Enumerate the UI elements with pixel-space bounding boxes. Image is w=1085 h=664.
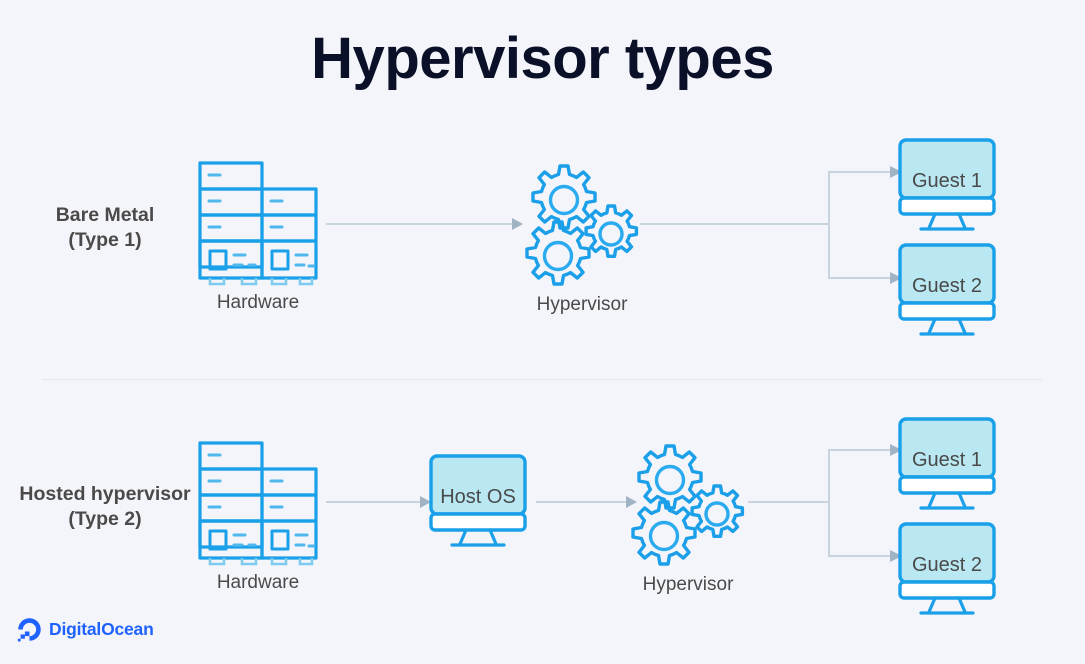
connector-hypervisor-to-guests-row1: [640, 223, 830, 225]
connector-hardware-to-hostos-row2: [326, 496, 431, 508]
row-label-line1: Hosted hypervisor: [19, 483, 191, 505]
guest-monitor-row1-2[interactable]: Guest 2: [897, 243, 997, 339]
digitalocean-logo-icon: [17, 618, 41, 642]
node-hypervisor-row1: Hypervisor: [524, 164, 640, 315]
caption-hardware: Hardware: [216, 292, 300, 313]
node-hardware-row2: Hardware: [196, 438, 320, 593]
monitor-icon: [429, 454, 527, 547]
connector-hypervisor-to-guests-row2: [748, 501, 830, 503]
caption-hypervisor: Hypervisor: [536, 294, 628, 315]
monitor-icon: [898, 243, 996, 336]
row-label-bare-metal: Bare Metal (Type 1): [0, 203, 210, 254]
node-hardware-row1: Hardware: [196, 158, 320, 313]
row-label-line2: (Type 2): [68, 508, 142, 531]
digitalocean-logo-text: DigitalOcean: [49, 619, 154, 639]
guest-monitor-row1-1[interactable]: Guest 1: [897, 138, 997, 234]
monitor-icon: [898, 138, 996, 231]
node-hypervisor-row2: Hypervisor: [630, 444, 746, 595]
page-title: Hypervisor types: [311, 26, 774, 91]
gears-icon: [631, 444, 745, 566]
monitor-icon: [898, 522, 996, 615]
row-label-line1: Bare Metal: [55, 204, 155, 226]
caption-hypervisor: Hypervisor: [642, 574, 734, 595]
gears-icon: [525, 164, 639, 286]
row-label-hosted-hypervisor: Hosted hypervisor (Type 2): [0, 482, 210, 533]
guest-monitor-row2-2[interactable]: Guest 2: [897, 522, 997, 618]
node-host-os[interactable]: Host OS: [428, 454, 528, 550]
server-racks-icon: [198, 441, 318, 566]
connector-hardware-to-hypervisor-row1: [326, 218, 523, 230]
digitalocean-logo[interactable]: DigitalOcean: [17, 617, 154, 642]
guest-monitor-row2-1[interactable]: Guest 1: [897, 417, 997, 513]
row-divider: [42, 379, 1042, 380]
connector-hostos-to-hypervisor-row2: [536, 496, 637, 508]
monitor-icon: [898, 417, 996, 510]
branch-connector-row2: [828, 444, 902, 562]
row-label-line2: (Type 1): [68, 229, 142, 252]
server-racks-icon: [198, 161, 318, 286]
branch-connector-row1: [828, 166, 902, 284]
caption-hardware: Hardware: [216, 572, 300, 593]
